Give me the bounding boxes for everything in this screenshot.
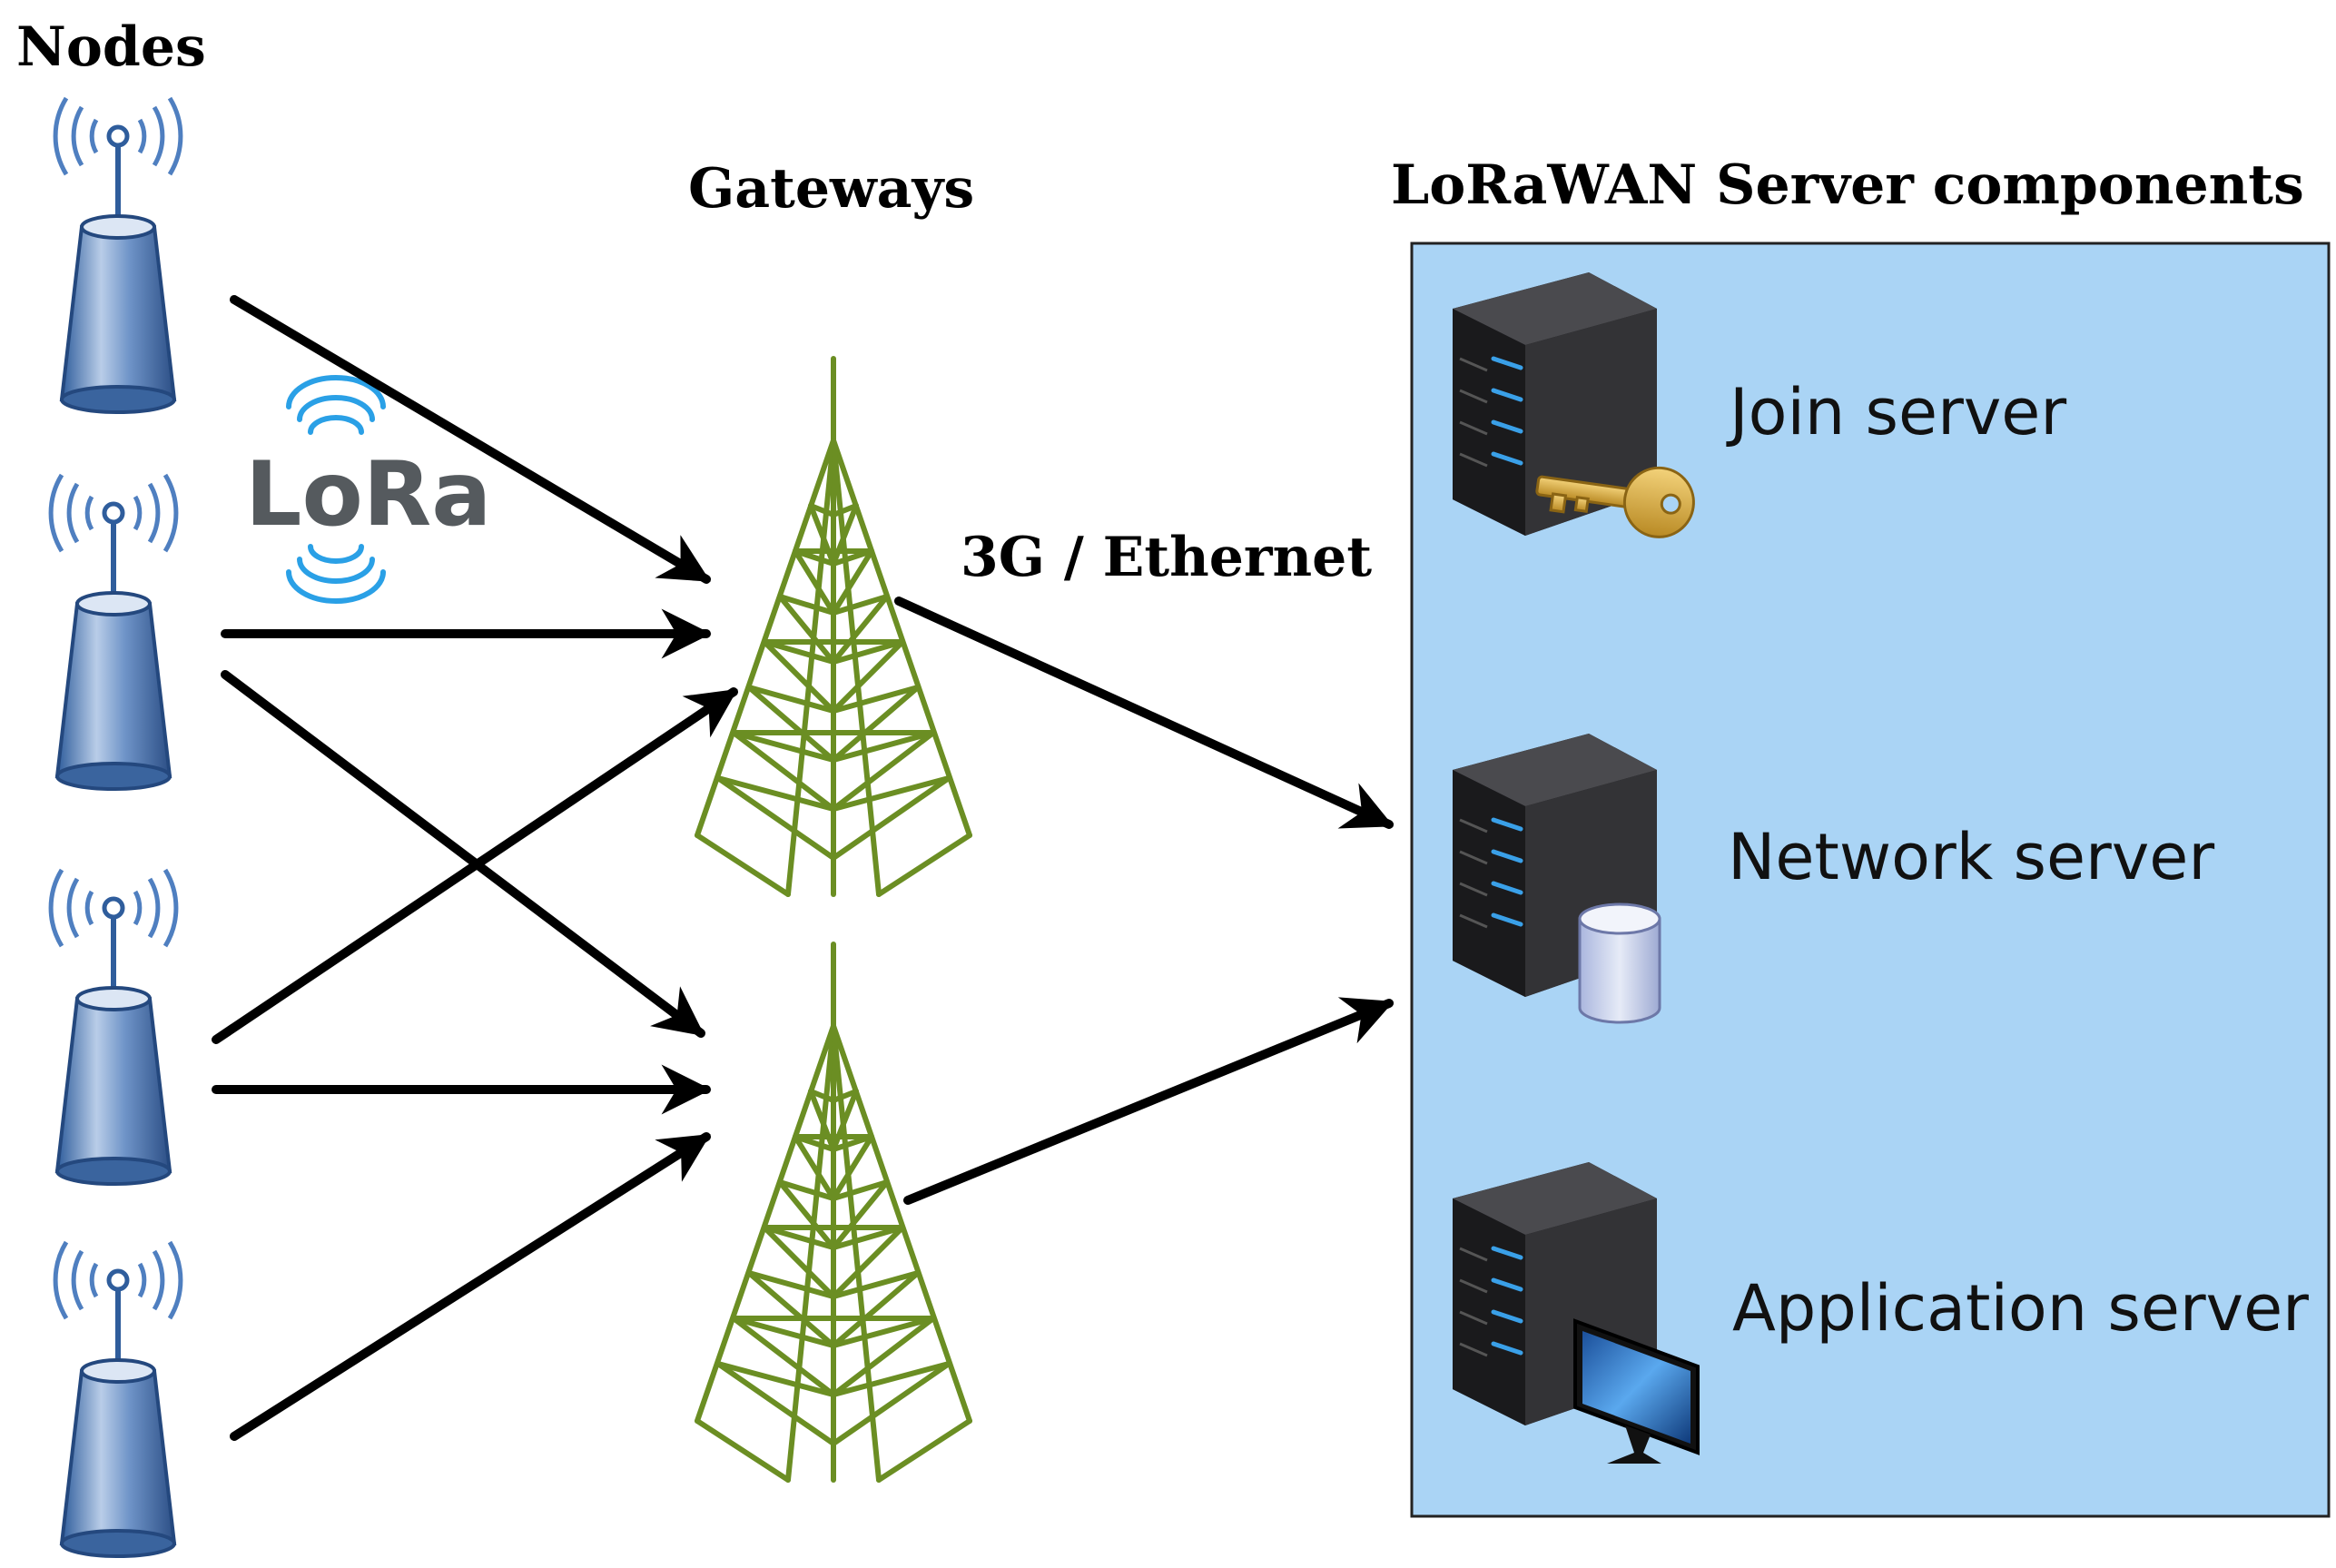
link-gateway2-servers xyxy=(903,997,1395,1205)
monitor-icon xyxy=(1573,1318,1700,1464)
link-node4-gateway2 xyxy=(230,1132,711,1441)
database-icon xyxy=(1578,902,1661,1024)
node-device-2 xyxy=(51,475,176,789)
nodes-heading: Nodes xyxy=(16,15,206,79)
link-node3-gateway1 xyxy=(212,687,738,1044)
join-server-label: Join server xyxy=(1726,375,2066,449)
server-components-heading: LoRaWAN Server components xyxy=(1391,153,2304,217)
gateways-heading: Gateways xyxy=(688,157,974,221)
link-node2-gateway2 xyxy=(221,670,705,1038)
node-device-4 xyxy=(55,1242,181,1556)
link-node1-gateway1 xyxy=(230,295,711,584)
gateway-tower-2 xyxy=(697,944,970,1480)
network-server-label: Network server xyxy=(1728,820,2214,894)
node-device-3 xyxy=(51,870,176,1184)
link-gateway1-servers xyxy=(894,597,1395,829)
join-server: Join server xyxy=(1453,272,2066,538)
application-server: Application server xyxy=(1453,1162,2309,1464)
network-server: Network server xyxy=(1453,734,2214,1024)
application-server-label: Application server xyxy=(1732,1271,2309,1346)
lora-logo-text: LoRa xyxy=(245,443,491,547)
gateway-tower-1 xyxy=(697,359,970,894)
node-device-1 xyxy=(55,98,181,412)
backhaul-label: 3G / Ethernet xyxy=(961,526,1372,589)
lora-logo: LoRa xyxy=(245,375,491,604)
key-icon xyxy=(1535,466,1695,538)
